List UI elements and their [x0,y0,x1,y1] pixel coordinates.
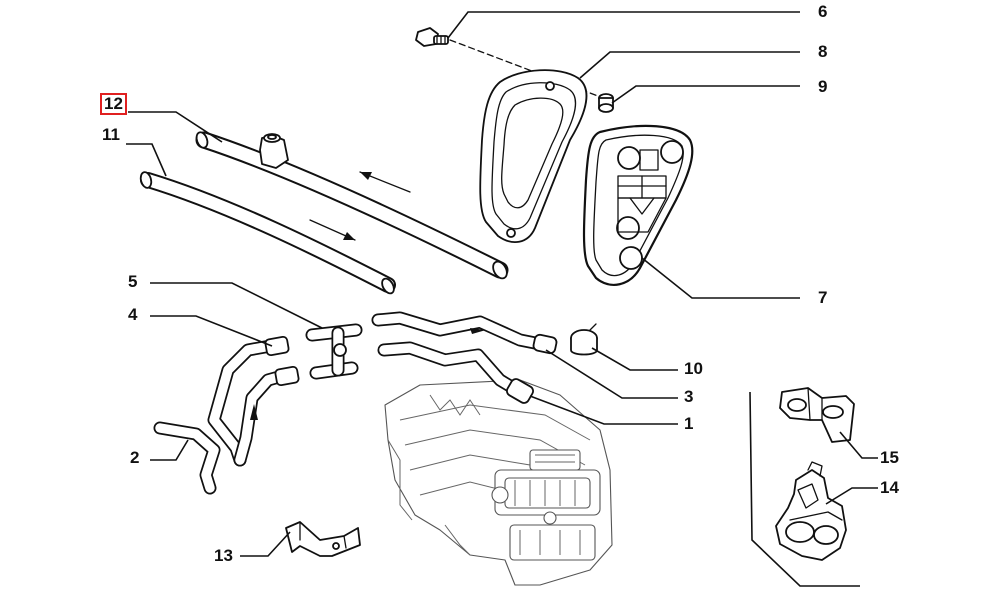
t-connector-part-5 [305,323,363,380]
bracket-part-13 [285,521,361,557]
heater-unit-housing [384,379,613,586]
clamp-part-10 [570,323,598,356]
cover-plate-part-7 [582,124,694,286]
bent-pipe-part-4 [207,335,300,467]
screw-part-6 [415,27,449,47]
callout-7: 7 [818,288,828,307]
hose-with-tee-part-12 [195,131,509,280]
callout-5: 5 [128,272,138,291]
hose-part-11 [139,171,396,295]
callout-14: 14 [880,478,899,497]
group-bracket-14-15 [749,391,860,587]
callout-8: 8 [818,42,828,61]
gasket-part-8 [479,69,588,243]
callout-12: 12 [100,93,127,115]
hose-part-2 [153,421,221,495]
clip-holder-part-14 [775,461,847,561]
callout-4: 4 [128,305,138,324]
callout-9: 9 [818,77,828,96]
flow-arrow-upper [359,171,411,193]
callout-13: 13 [214,546,233,565]
pipe-part-1 [377,328,534,404]
callout-10: 10 [684,359,703,378]
pin-part-9 [598,93,614,113]
callout-1: 1 [684,414,694,433]
leader-lines [126,11,878,557]
callout-3: 3 [684,387,694,406]
callout-2: 2 [130,448,140,467]
callout-11: 11 [102,125,120,144]
flow-arrow-lower [309,219,356,241]
callout-15: 15 [880,448,899,467]
pipe-part-3 [371,311,558,355]
clip-part-15 [779,387,855,443]
callout-6: 6 [818,2,828,21]
